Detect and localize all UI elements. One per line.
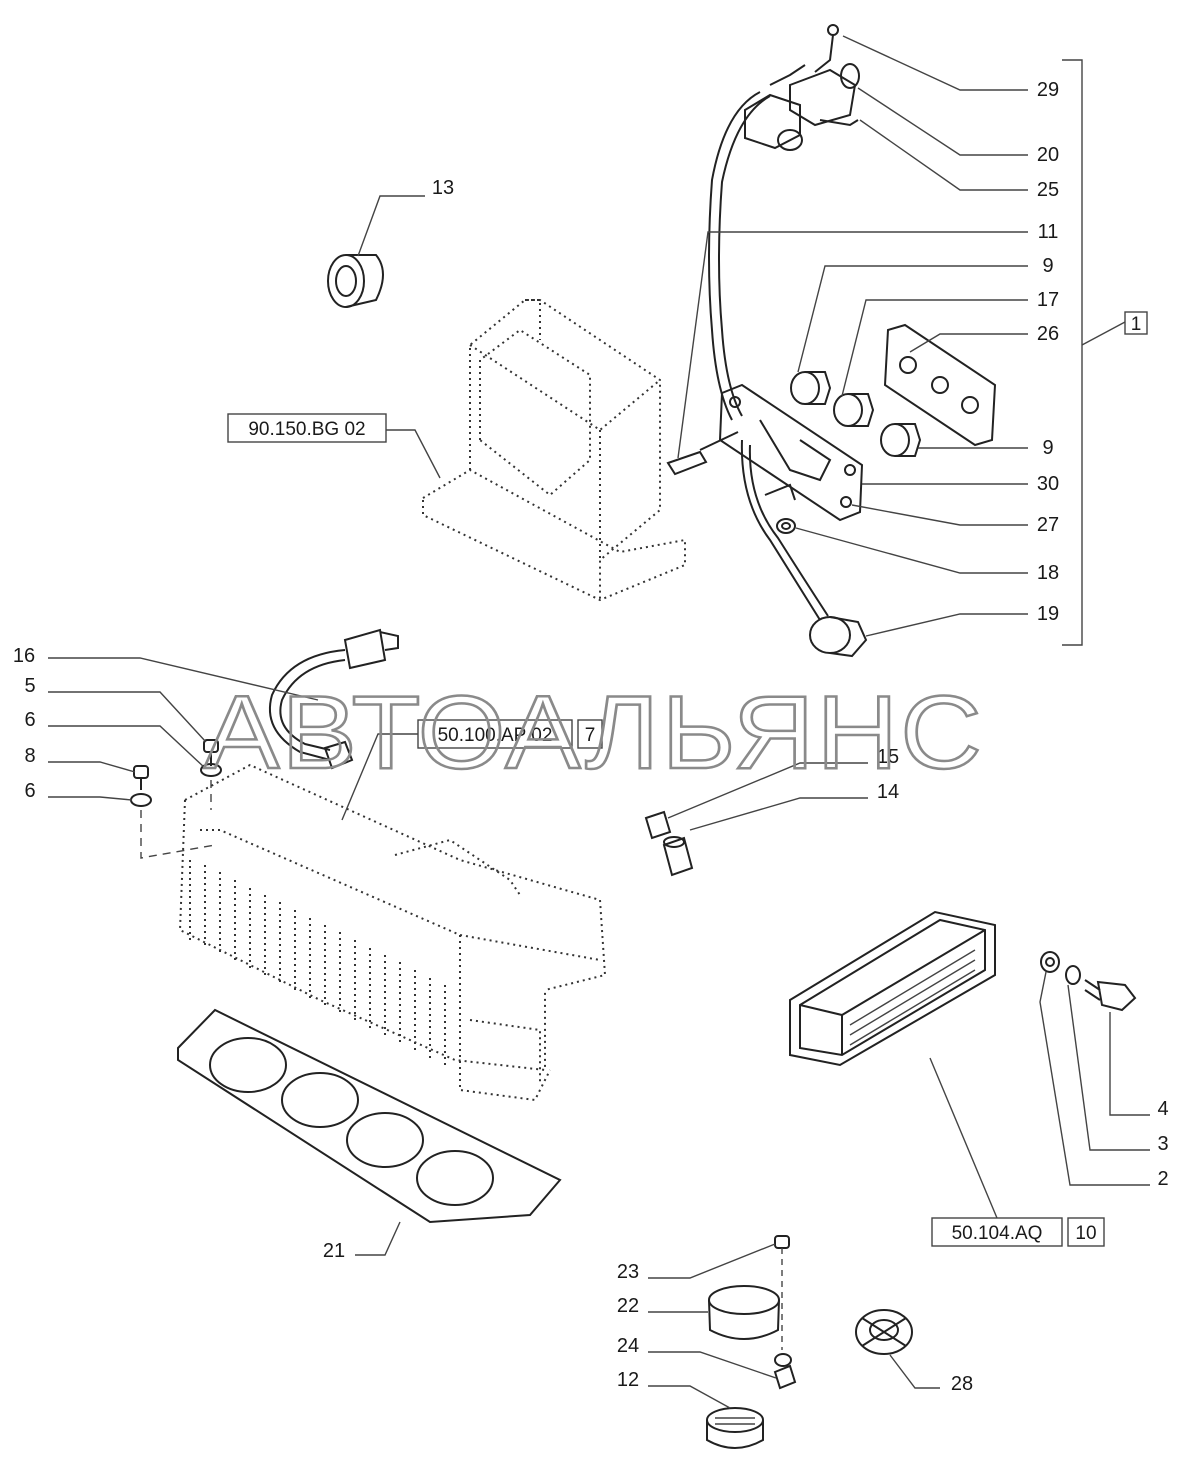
watermark-text: АВТОАЛЬЯНС — [204, 675, 984, 791]
housing-90-150-bg-02 — [422, 299, 686, 602]
part-26-bezel — [883, 323, 997, 447]
filter-50-104-aq — [789, 910, 996, 1067]
callout-11: 11 — [1038, 221, 1059, 243]
callout-3: 3 — [1157, 1133, 1168, 1155]
callout-6-lower: 6 — [24, 780, 35, 802]
ref-number: 10 — [1075, 1223, 1096, 1244]
callout-17: 17 — [1037, 289, 1059, 311]
ref-code: 50.104.AQ — [952, 1223, 1043, 1244]
part-23-screw — [774, 1235, 790, 1350]
callout-5: 5 — [24, 675, 35, 697]
part-18-washer — [776, 518, 796, 534]
part-16-sensor-cable — [268, 628, 399, 770]
callout-14: 14 — [877, 781, 899, 803]
callout-20: 20 — [1037, 144, 1059, 166]
callout-26: 26 — [1037, 323, 1059, 345]
callout-25: 25 — [1037, 179, 1059, 201]
part-2-washer — [1040, 951, 1060, 973]
part-4-knob-screw — [1084, 979, 1137, 1012]
callout-12: 12 — [617, 1369, 639, 1391]
part-6-washer-a — [200, 763, 222, 777]
part-15-fitting — [644, 810, 672, 840]
callout-4: 4 — [1157, 1098, 1168, 1120]
part-19-sensor-cable — [740, 439, 868, 658]
callout-15: 15 — [877, 746, 899, 768]
part-30-switch-plate — [718, 383, 864, 522]
part-12-filter-cap — [706, 1407, 764, 1449]
ref-box-50-104-aq: 50.104.AQ 10 — [929, 1057, 1105, 1247]
group-bracket: 1 — [1062, 59, 1148, 646]
callout-24: 24 — [617, 1335, 639, 1357]
ref-box-50-100-ap-02: 50.100.AP 02 7 — [341, 719, 603, 821]
callout-30: 30 — [1037, 473, 1059, 495]
callout-8: 8 — [24, 745, 35, 767]
part-21-gasket — [177, 1008, 562, 1224]
callout-23: 23 — [617, 1261, 639, 1283]
callout-16: 16 — [13, 645, 35, 667]
ref-number: 7 — [585, 725, 596, 746]
part-24-clip — [773, 1353, 797, 1390]
callout-9-lower: 9 — [1042, 437, 1053, 459]
callout-27: 27 — [1037, 514, 1059, 536]
part-17-knob — [833, 393, 875, 427]
part-28-grommet — [855, 1309, 913, 1355]
part-22-cup — [708, 1285, 780, 1340]
callout-13: 13 — [432, 177, 454, 199]
group-ref-number: 1 — [1131, 314, 1142, 335]
callout-18: 18 — [1037, 562, 1059, 584]
ref-code: 50.100.AP 02 — [438, 725, 553, 746]
part-14-fitting — [662, 836, 694, 877]
part-11-cable — [666, 91, 771, 476]
ref-box-90-150-bg-02: 90.150.BG 02 — [227, 413, 441, 479]
casing-50-100-ap-02 — [178, 763, 607, 1102]
callout-29: 29 — [1037, 79, 1059, 101]
part-9-knob-lower — [880, 423, 922, 457]
ref-code: 90.150.BG 02 — [248, 419, 365, 440]
part-13-plug — [327, 254, 384, 308]
callout-9-upper: 9 — [1042, 255, 1053, 277]
part-20-valve-assembly — [744, 24, 860, 151]
callout-28: 28 — [951, 1373, 973, 1395]
callout-6-upper: 6 — [24, 709, 35, 731]
callout-19: 19 — [1037, 603, 1059, 625]
callout-22: 22 — [617, 1295, 639, 1317]
callout-2: 2 — [1157, 1168, 1168, 1190]
callouts: 29 20 25 11 9 17 26 9 30 27 18 19 13 16 … — [13, 35, 1169, 1409]
part-3-washer — [1065, 965, 1081, 985]
part-8-screw — [133, 765, 149, 790]
part-9-knob-upper — [790, 371, 832, 405]
callout-21: 21 — [323, 1240, 345, 1262]
